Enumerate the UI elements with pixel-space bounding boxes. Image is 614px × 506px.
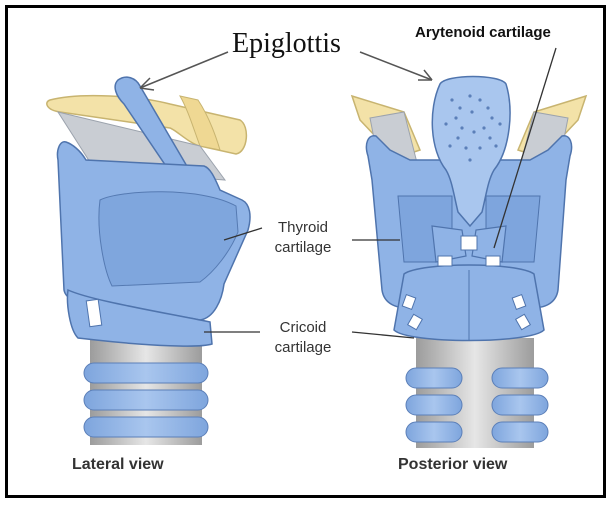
cricoid-cartilage-label: Cricoid cartilage	[258, 318, 348, 358]
arytenoid-cartilage-label: Arytenoid cartilage	[415, 24, 551, 41]
thyroid-cartilage-label: Thyroid cartilage	[258, 218, 348, 258]
lateral-larynx	[47, 77, 262, 445]
lateral-view-caption: Lateral view	[72, 456, 164, 474]
posterior-view-caption: Posterior view	[398, 456, 507, 474]
thyroid-label-line2: cartilage	[258, 238, 348, 258]
thyroid-label-line1: Thyroid	[258, 218, 348, 238]
epiglottis-label: Epiglottis	[232, 28, 341, 60]
posterior-larynx	[352, 48, 586, 448]
lateral-tracheal-rings	[84, 363, 208, 437]
cricoid-label-line1: Cricoid	[258, 318, 348, 338]
cricoid-label-line2: cartilage	[258, 338, 348, 358]
